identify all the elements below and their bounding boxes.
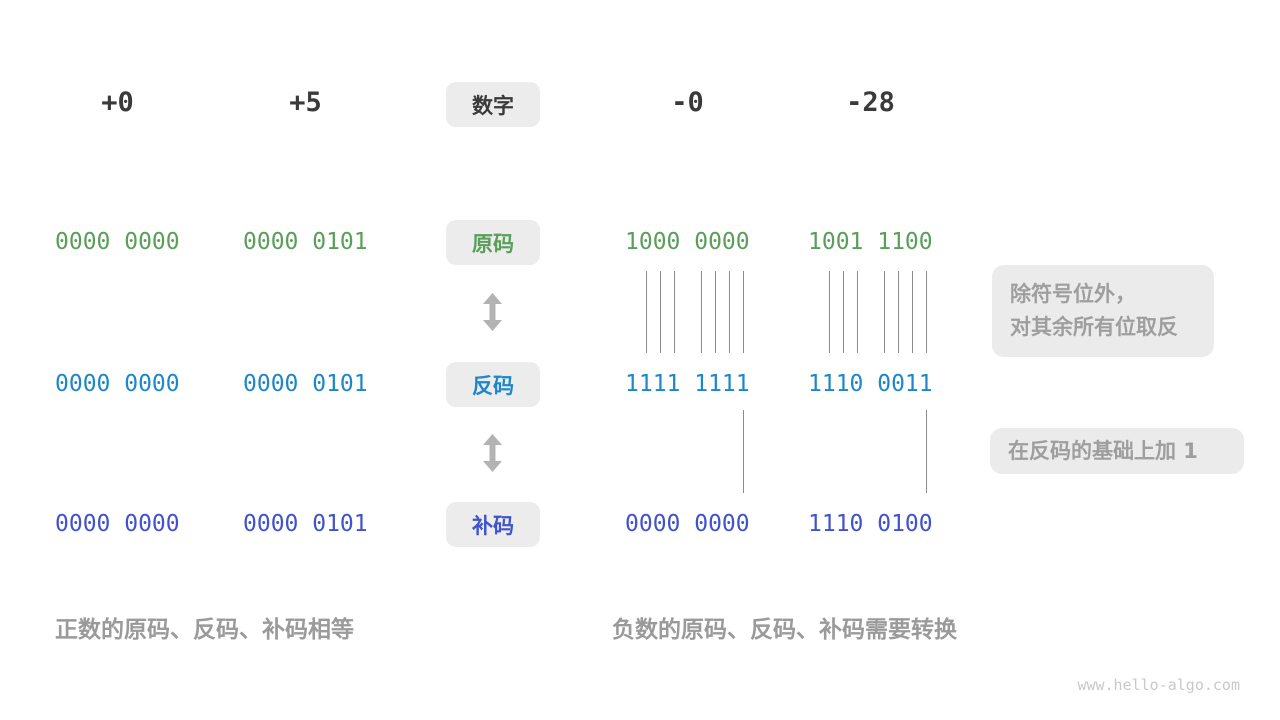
caption-positive-numbers: 正数的原码、反码、补码相等: [55, 617, 354, 643]
double-arrow-icon: [483, 293, 502, 331]
bit-tick-line: [715, 271, 716, 353]
caption-negative-numbers: 负数的原码、反码、补码需要转换: [612, 617, 957, 643]
bit-tick-line: [728, 271, 730, 353]
twos-complement-pos-zero: 0000 0000: [55, 511, 180, 537]
note-add-one-text: 在反码的基础上加 1: [1008, 438, 1198, 463]
bit-tick-line: [659, 271, 661, 353]
bit-tick-line: [828, 271, 830, 353]
bit-tick-line: [856, 271, 858, 353]
bit-tick-line: [742, 410, 744, 493]
ones-complement-pos-zero: 0000 0000: [55, 371, 180, 397]
note-add-one: 在反码的基础上加 1: [990, 428, 1244, 474]
badge-number: 数字: [446, 82, 540, 127]
bit-tick-line: [673, 271, 675, 353]
bit-tick-line: [911, 271, 913, 353]
watermark: www.hello-algo.com: [1077, 676, 1240, 694]
header-value-pos-zero: +0: [101, 87, 134, 118]
bit-tick-line: [701, 271, 703, 353]
bit-tick-line: [884, 271, 886, 353]
bit-tick-line: [925, 410, 927, 493]
double-arrow-icon: [483, 434, 502, 472]
bit-tick-line: [842, 271, 844, 353]
bit-tick-line: [898, 271, 899, 353]
bit-tick-line: [742, 271, 744, 353]
badge-sign-magnitude: 原码: [446, 220, 540, 265]
ones-complement-pos-five: 0000 0101: [243, 371, 368, 397]
badge-ones-complement: 反码: [446, 362, 540, 407]
header-value-neg-zero: -0: [671, 87, 704, 118]
twos-complement-pos-five: 0000 0101: [243, 511, 368, 537]
sign-magnitude-neg-zero: 1000 0000: [625, 229, 750, 255]
bit-tick-line: [925, 271, 927, 353]
header-value-pos-five: +5: [289, 87, 322, 118]
ones-complement-neg-28: 1110 0011: [808, 371, 933, 397]
badge-twos-complement: 补码: [446, 502, 540, 547]
note-invert-bits-line1: 除符号位外，: [1010, 282, 1136, 306]
sign-magnitude-pos-zero: 0000 0000: [55, 229, 180, 255]
twos-complement-neg-zero: 0000 0000: [625, 511, 750, 537]
header-value-neg-28: -28: [846, 87, 895, 118]
bit-tick-line: [645, 271, 647, 353]
ones-complement-neg-zero: 1111 1111: [625, 371, 750, 397]
note-invert-bits: 除符号位外， 对其余所有位取反: [992, 265, 1214, 357]
sign-magnitude-neg-28: 1001 1100: [808, 229, 933, 255]
sign-magnitude-pos-five: 0000 0101: [243, 229, 368, 255]
twos-complement-neg-28: 1110 0100: [808, 511, 933, 537]
note-invert-bits-line2: 对其余所有位取反: [1010, 315, 1178, 339]
